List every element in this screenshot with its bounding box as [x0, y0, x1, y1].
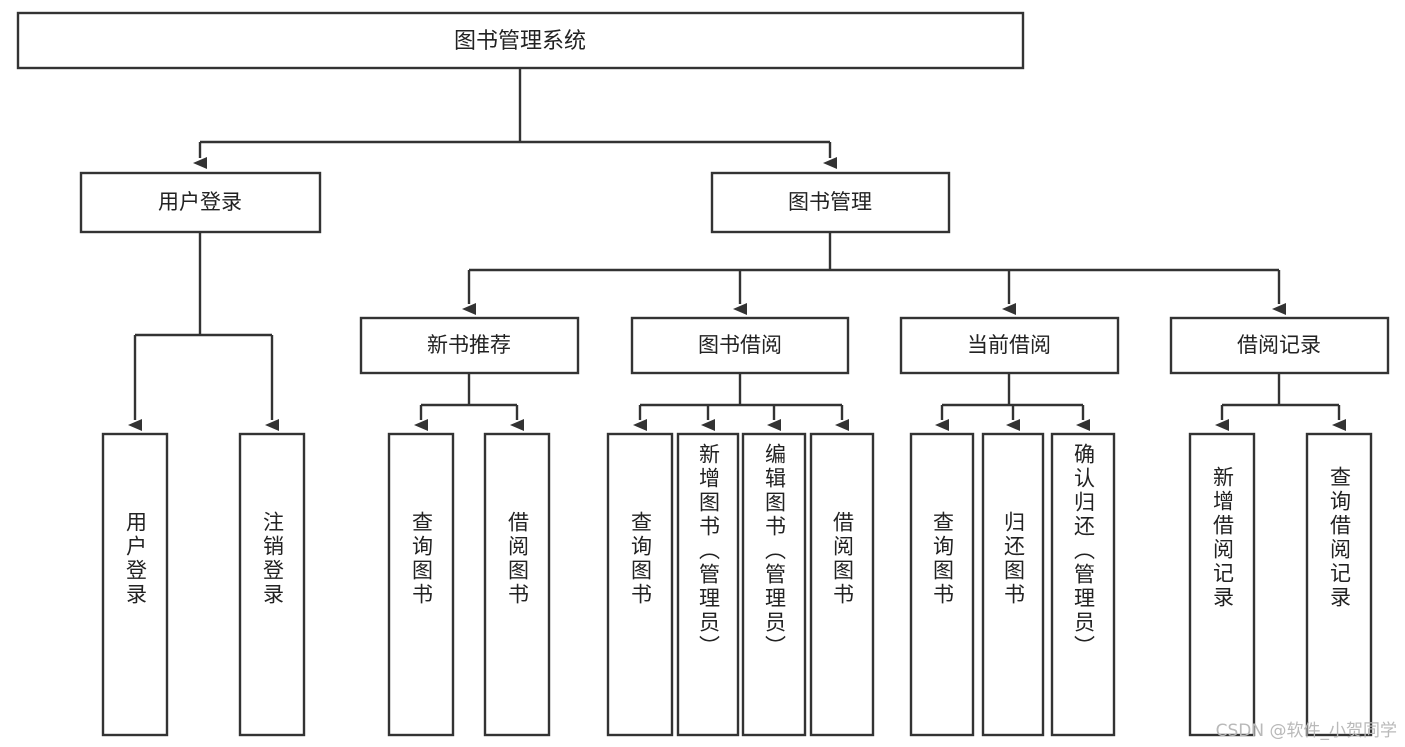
node-current-borrow-label: 当前借阅 — [967, 333, 1051, 357]
leaf-box-confirm-return-admin[interactable] — [1050, 432, 1116, 737]
leaf-boxes — [101, 432, 1373, 737]
leaf-box-query-book-current[interactable] — [909, 432, 975, 737]
node-root-label: 图书管理系统 — [454, 29, 586, 54]
leaf-box-query-borrow-record[interactable] — [1305, 432, 1373, 737]
node-new-book-recommend-label: 新书推荐 — [427, 333, 511, 357]
connector-group-root — [193, 68, 837, 169]
connector-group-borrow-book — [633, 373, 849, 431]
leaf-box-add-borrow-record[interactable] — [1188, 432, 1256, 737]
leaf-box-borrow-book[interactable] — [809, 432, 875, 737]
leaf-box-logout[interactable] — [238, 432, 306, 737]
node-root[interactable]: 图书管理系统 — [16, 11, 1025, 70]
node-current-borrow[interactable]: 当前借阅 — [899, 316, 1120, 375]
node-book-borrow-box[interactable] — [630, 316, 850, 375]
leaf-box-borrow-book-recommend[interactable] — [483, 432, 551, 737]
connector-group-new-book — [414, 373, 524, 431]
connector-group-book-mgmt — [462, 232, 1286, 315]
connector-group-current-borrow — [935, 373, 1090, 431]
node-user-login-label: 用户登录 — [158, 190, 242, 214]
node-current-borrow-box[interactable] — [899, 316, 1120, 375]
leaf-box-edit-book-admin[interactable] — [741, 432, 807, 737]
node-root-box[interactable] — [16, 11, 1025, 70]
node-book-management[interactable]: 图书管理 — [710, 171, 951, 234]
node-book-borrow[interactable]: 图书借阅 — [630, 316, 850, 375]
node-book-management-label: 图书管理 — [788, 190, 872, 214]
node-book-borrow-label: 图书借阅 — [698, 333, 782, 357]
leaf-box-query-book-recommend[interactable] — [387, 432, 455, 737]
node-borrow-record-box[interactable] — [1169, 316, 1390, 375]
connector-group-user-login — [128, 232, 279, 431]
leaf-box-add-book-admin[interactable] — [676, 432, 740, 737]
leaf-box-query-book-borrow[interactable] — [606, 432, 674, 737]
leaf-box-user-login[interactable] — [101, 432, 169, 737]
node-user-login-box[interactable] — [79, 171, 322, 234]
node-book-management-box[interactable] — [710, 171, 951, 234]
node-borrow-record[interactable]: 借阅记录 — [1169, 316, 1390, 375]
connector-group-borrow-record — [1215, 373, 1346, 431]
node-new-book-recommend-box[interactable] — [359, 316, 580, 375]
leaf-box-return-book[interactable] — [981, 432, 1045, 737]
node-user-login[interactable]: 用户登录 — [79, 171, 322, 234]
node-new-book-recommend[interactable]: 新书推荐 — [359, 316, 580, 375]
node-borrow-record-label: 借阅记录 — [1237, 333, 1321, 357]
